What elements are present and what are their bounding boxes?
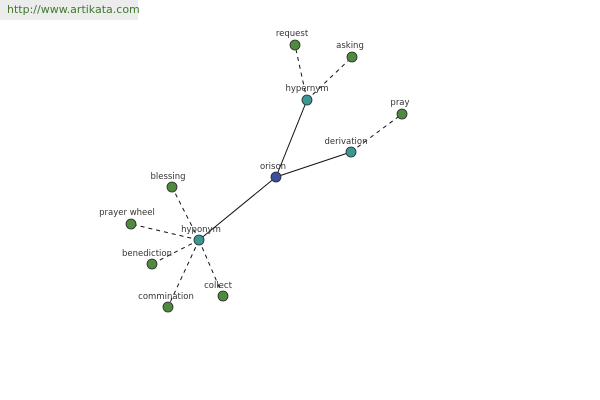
node-label-asking: asking xyxy=(336,41,364,51)
node-hyponym[interactable]: hyponym xyxy=(181,225,221,246)
edge-orison-hypernym xyxy=(275,99,308,178)
node-label-derivation: derivation xyxy=(324,137,367,147)
node-circle-prayer-wheel[interactable] xyxy=(125,218,137,230)
edge-hyponym-prayer-wheel xyxy=(130,223,200,241)
node-label-pray: pray xyxy=(390,98,409,108)
node-circle-derivation[interactable] xyxy=(345,146,357,158)
edges-layer xyxy=(130,44,403,308)
node-hypernym[interactable]: hypernym xyxy=(285,84,329,106)
node-circle-asking[interactable] xyxy=(346,51,358,63)
node-benediction[interactable]: benediction xyxy=(122,249,172,270)
node-blessing[interactable]: blessing xyxy=(151,172,186,193)
node-circle-blessing[interactable] xyxy=(166,181,178,193)
edge-hypernym-asking xyxy=(306,56,353,101)
node-label-collect: collect xyxy=(204,281,232,291)
node-commination[interactable]: commination xyxy=(138,292,194,313)
node-label-hypernym: hypernym xyxy=(285,84,328,94)
node-circle-orison[interactable] xyxy=(270,171,282,183)
node-label-benediction: benediction xyxy=(122,249,172,259)
site-url-banner[interactable]: http://www.artikata.com xyxy=(0,0,140,20)
edge-hyponym-blessing xyxy=(171,186,200,241)
node-asking[interactable]: asking xyxy=(336,41,364,63)
node-prayer-wheel[interactable]: prayer wheel xyxy=(99,208,155,230)
nodes-layer: orison hypernym derivation hyponym request as… xyxy=(99,29,410,313)
node-circle-commination[interactable] xyxy=(162,301,174,313)
node-label-prayer-wheel: prayer wheel xyxy=(99,208,155,218)
node-circle-hyponym[interactable] xyxy=(193,234,205,246)
node-label-orison: orison xyxy=(260,162,286,172)
edge-hyponym-collect xyxy=(198,239,224,297)
node-circle-request[interactable] xyxy=(289,39,301,51)
node-circle-hypernym[interactable] xyxy=(301,94,313,106)
node-label-hyponym: hyponym xyxy=(181,225,221,235)
edge-orison-hyponym xyxy=(198,176,277,241)
node-pray[interactable]: pray xyxy=(390,98,410,120)
node-orison[interactable]: orison xyxy=(260,162,286,183)
node-label-blessing: blessing xyxy=(151,172,186,182)
node-request[interactable]: request xyxy=(276,29,309,51)
node-circle-collect[interactable] xyxy=(217,290,229,302)
node-label-request: request xyxy=(276,29,309,39)
edge-hyponym-benediction xyxy=(151,239,200,265)
node-label-commination: commination xyxy=(138,292,194,302)
node-circle-pray[interactable] xyxy=(396,108,408,120)
node-derivation[interactable]: derivation xyxy=(324,137,368,158)
node-circle-benediction[interactable] xyxy=(146,258,158,270)
edge-orison-derivation xyxy=(275,151,352,178)
edge-derivation-pray xyxy=(350,113,403,153)
node-collect[interactable]: collect xyxy=(204,281,233,302)
edge-hypernym-request xyxy=(294,44,308,101)
